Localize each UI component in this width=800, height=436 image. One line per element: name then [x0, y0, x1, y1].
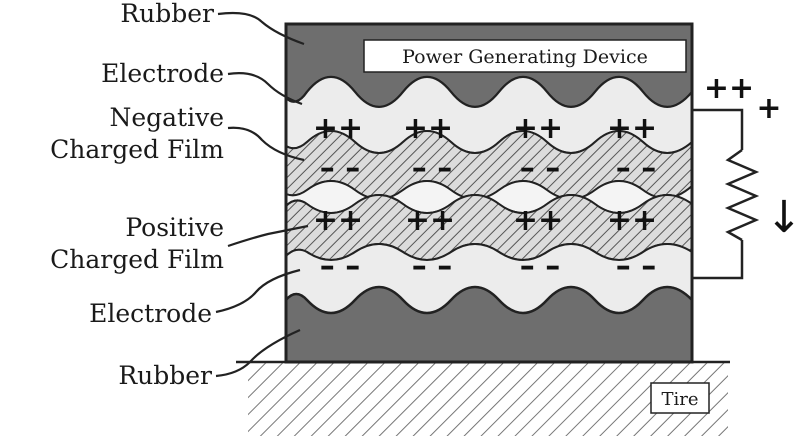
charge-lower-top-4: ++ — [607, 203, 657, 238]
current-arrow-icon: ↓ — [766, 192, 800, 243]
leader-negative-film — [227, 126, 305, 162]
resistor — [724, 148, 760, 242]
charge-lower-top-3: ++ — [513, 203, 563, 238]
label-positive-line1: Positive — [125, 213, 224, 242]
tire: Tire — [236, 360, 730, 436]
leader-electrode-bottom — [215, 268, 301, 314]
charge-lower-film-3: – – — [520, 249, 560, 284]
device-title: Power Generating Device — [402, 46, 648, 68]
leader-rubber-top — [217, 11, 305, 46]
charge-lower-top-2: ++ — [405, 203, 455, 238]
layer-labels: Rubber Electrode Negative Charged Film P… — [50, 0, 224, 390]
label-negative-line2: Charged Film — [50, 135, 224, 164]
device-stack: Power Generating Device ++ ++ ++ ++ – – … — [284, 22, 694, 364]
charge-lower-film-1: – – — [320, 249, 360, 284]
tire-surface — [248, 362, 728, 436]
device-outline — [284, 22, 694, 364]
tire-label-box — [650, 382, 710, 414]
charge-lower-film-4: – – — [616, 249, 656, 284]
charge-lower-top-1: ++ — [313, 203, 363, 238]
charge-upper-film-1: – – — [320, 151, 360, 186]
leader-electrode-top — [227, 72, 303, 106]
label-electrode-top: Electrode — [101, 59, 224, 88]
charge-top-4: ++ — [607, 111, 657, 146]
charge-upper-film-4: – – — [616, 151, 656, 186]
tire-label: Tire — [661, 389, 698, 410]
leader-rubber-bottom — [215, 328, 301, 378]
device-title-box — [363, 39, 687, 73]
label-electrode-bottom: Electrode — [89, 299, 212, 328]
label-rubber-top: Rubber — [120, 0, 214, 28]
label-rubber-bottom: Rubber — [118, 361, 212, 390]
circuit-wire-top — [692, 108, 744, 150]
charge-top-2: ++ — [403, 111, 453, 146]
charge-top-3: ++ — [513, 111, 563, 146]
label-negative-line1: Negative — [109, 103, 224, 132]
external-circuit: ++ + ↓ — [692, 71, 800, 280]
circuit-sign-a: ++ — [704, 71, 754, 106]
circuit-wire-bottom — [692, 240, 744, 280]
charge-upper-film-2: – – — [412, 151, 452, 186]
leader-lines — [215, 11, 309, 378]
charge-top-1: ++ — [313, 111, 363, 146]
leader-positive-film — [227, 224, 309, 248]
label-positive-line2: Charged Film — [50, 245, 224, 274]
circuit-sign-b: + — [756, 91, 781, 126]
bottom-rubber — [284, 285, 694, 364]
charge-lower-film-2: – – — [412, 249, 452, 284]
charge-upper-film-3: – – — [520, 151, 560, 186]
